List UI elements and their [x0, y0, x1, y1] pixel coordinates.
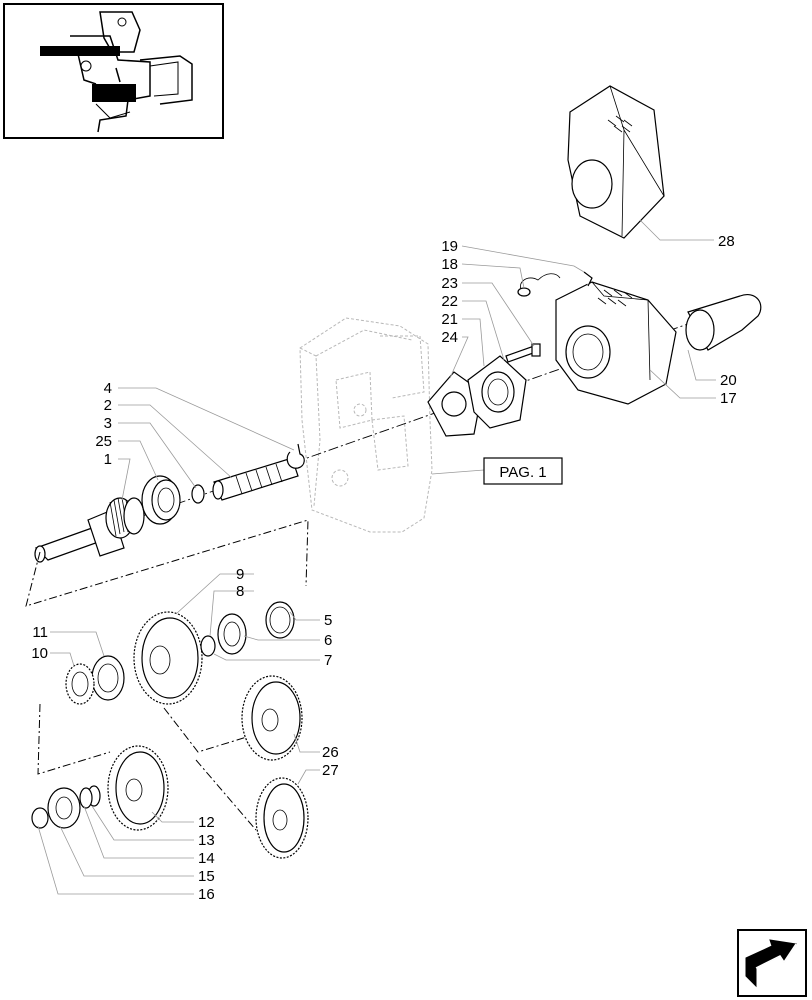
- snap-ring: [191, 484, 205, 504]
- seal-ring: [31, 807, 49, 829]
- callout-14: 14: [198, 850, 215, 867]
- callout-9: 9: [236, 566, 244, 583]
- bushing: [91, 655, 125, 701]
- callout-23: 23: [441, 275, 458, 292]
- group-boundary: [195, 759, 257, 831]
- gasket: [427, 371, 483, 437]
- next-page-arrow-icon[interactable]: [737, 929, 807, 997]
- split-pin: [583, 271, 593, 287]
- flange: [467, 355, 527, 429]
- callout-16: 16: [198, 886, 215, 903]
- page-reference-link[interactable]: PAG. 1: [483, 457, 563, 485]
- pinion: [65, 663, 95, 705]
- bearing: [141, 475, 181, 525]
- callout-20: 20: [720, 372, 737, 389]
- tractor-assembly-thumbnail: [40, 11, 193, 133]
- rear-cover: [555, 281, 677, 405]
- callout-10: 10: [31, 645, 48, 662]
- callout-18: 18: [441, 256, 458, 273]
- rubber-boot: [685, 294, 762, 351]
- callout-19: 19: [441, 238, 458, 255]
- group-boundary: [25, 519, 309, 607]
- bearing-cone: [265, 601, 295, 639]
- gearbox-housing-outline: [299, 317, 433, 533]
- bearing-cup: [217, 613, 247, 655]
- callout-6: 6: [324, 632, 332, 649]
- drive-gear: [133, 611, 203, 705]
- callout-27: 27: [322, 762, 339, 779]
- splined-shaft: [212, 457, 299, 501]
- callout-24: 24: [441, 329, 458, 346]
- callout-3: 3: [104, 415, 112, 432]
- thumbnail-locator[interactable]: [3, 3, 224, 139]
- reverse-gear: [255, 777, 309, 859]
- callout-26: 26: [322, 744, 339, 761]
- main-shaft: [34, 497, 145, 563]
- callout-7: 7: [324, 652, 332, 669]
- output-gear: [107, 745, 169, 831]
- bolt: [505, 343, 541, 363]
- callout-28: 28: [718, 233, 735, 250]
- retaining-clip: [286, 443, 305, 469]
- page-reference-label: PAG. 1: [499, 464, 546, 481]
- callout-15: 15: [198, 868, 215, 885]
- callout-2: 2: [104, 397, 112, 414]
- group-boundary: [163, 707, 251, 753]
- leader-lines: [37, 219, 716, 895]
- group-boundary: [37, 703, 111, 775]
- chain: [517, 273, 561, 297]
- callout-5: 5: [324, 612, 332, 629]
- shim: [79, 787, 93, 809]
- intermediate-gear: [241, 675, 303, 761]
- callout-8: 8: [236, 583, 244, 600]
- lower-bearing: [47, 787, 81, 829]
- callout-4: 4: [104, 380, 112, 397]
- callout-1: 1: [104, 451, 112, 468]
- callout-25: 25: [95, 433, 112, 450]
- callout-22: 22: [441, 293, 458, 310]
- callout-11: 11: [32, 624, 48, 641]
- callout-17: 17: [720, 390, 737, 407]
- callout-12: 12: [198, 814, 215, 831]
- callout-13: 13: [198, 832, 215, 849]
- guard-cover: [567, 85, 665, 239]
- callout-21: 21: [441, 311, 458, 328]
- callout-labels: 4 2 3 25 1 19 18 23 22 21 24 28 20 17 9 …: [31, 233, 736, 903]
- circlip: [200, 635, 216, 657]
